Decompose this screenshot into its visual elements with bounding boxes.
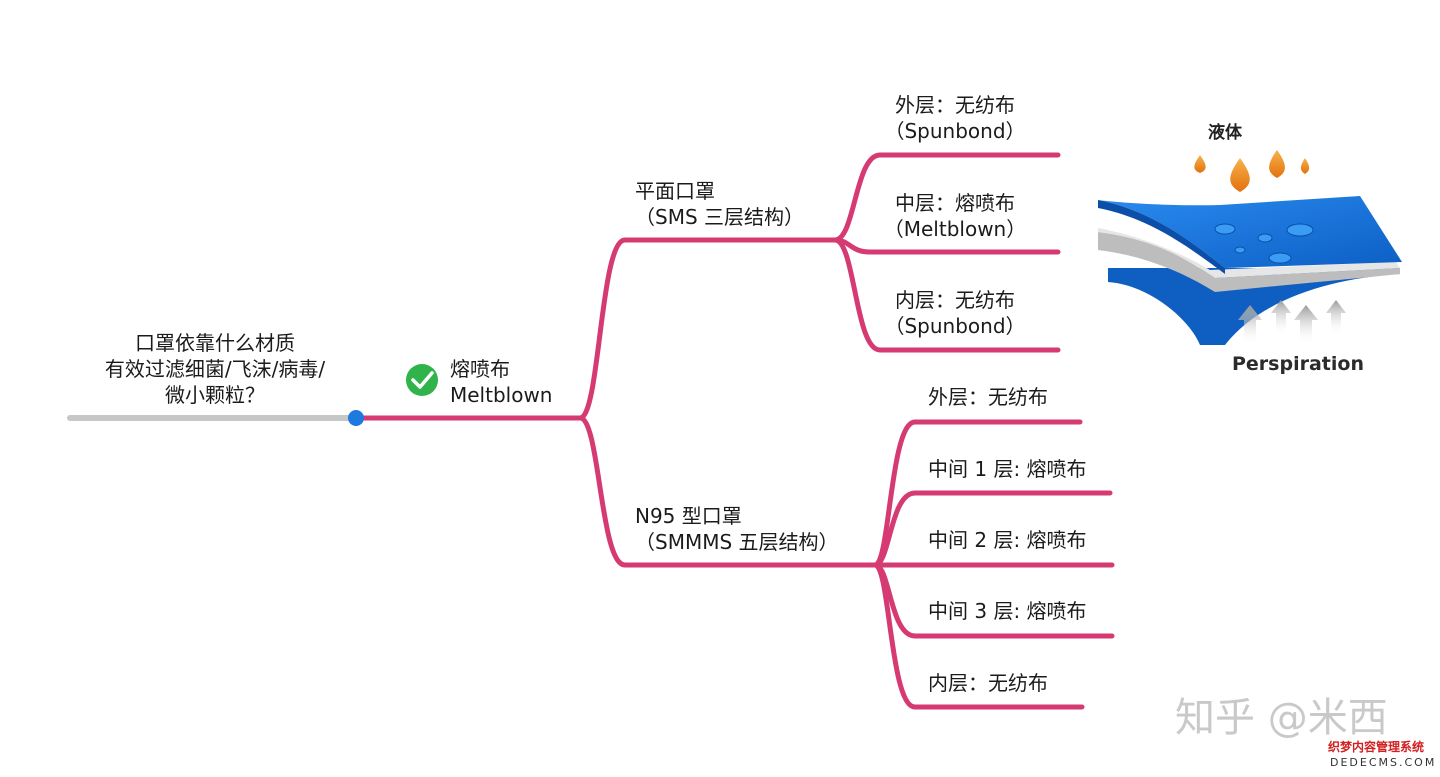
branch-title-line-1: N95 型口罩 bbox=[635, 504, 742, 528]
branch-title-flat-mask: 平面口罩 （SMS 三层结构） bbox=[635, 178, 804, 230]
layer-middle-1-n95: 中间 1 层: 熔喷布 bbox=[928, 457, 1087, 481]
layer-inner-n95: 内层：无纺布 bbox=[928, 671, 1048, 695]
branch-title-line-2: （SMS 三层结构） bbox=[635, 205, 805, 229]
site-watermark-en: DEDECMS.COM bbox=[1330, 756, 1437, 769]
layer-middle-3-n95: 中间 3 层: 熔喷布 bbox=[928, 599, 1087, 623]
layer-line-2: （Spunbond） bbox=[884, 119, 1026, 143]
answer-node: 熔喷布 Meltblown bbox=[450, 356, 552, 408]
layer-outer-n95: 外层：无纺布 bbox=[928, 385, 1048, 409]
perspiration-label: Perspiration bbox=[1232, 353, 1364, 375]
layer-line-2: （Meltblown） bbox=[883, 217, 1027, 241]
root-question: 口罩依靠什么材质 有效过滤细菌/飞沫/病毒/ 微小颗粒？ bbox=[80, 330, 350, 408]
layer-middle-flat: 中层：熔喷布 （Meltblown） bbox=[880, 190, 1030, 242]
branch-title-line-2: （SMMMS 五层结构） bbox=[635, 530, 839, 554]
fabric-layers-illustration bbox=[1098, 150, 1402, 345]
layer-middle-2-n95: 中间 2 层: 熔喷布 bbox=[928, 528, 1087, 552]
layer-line-2: （Spunbond） bbox=[884, 314, 1026, 338]
zhihu-watermark: 知乎 @米西 bbox=[1175, 695, 1388, 741]
root-question-line-2: 有效过滤细菌/飞沫/病毒/ bbox=[104, 357, 326, 381]
branch-title-n95-mask: N95 型口罩 （SMMMS 五层结构） bbox=[635, 503, 839, 555]
root-question-line-1: 口罩依靠什么材质 bbox=[135, 331, 295, 355]
liquid-label: 液体 bbox=[1208, 123, 1242, 143]
layer-line-1: 中层：熔喷布 bbox=[895, 191, 1015, 215]
answer-line-2: Meltblown bbox=[450, 383, 553, 407]
layer-line-1: 内层：无纺布 bbox=[895, 288, 1015, 312]
layer-line-1: 外层：无纺布 bbox=[895, 93, 1015, 117]
branch-connectors bbox=[353, 152, 1115, 710]
root-question-line-3: 微小颗粒？ bbox=[165, 383, 265, 407]
site-watermark-cn: 织梦内容管理系统 bbox=[1328, 740, 1425, 754]
upward-arrow-icons bbox=[1238, 300, 1346, 345]
droplet-icons bbox=[1194, 150, 1310, 192]
check-circle-icon bbox=[406, 364, 438, 396]
branch-title-line-1: 平面口罩 bbox=[635, 179, 715, 203]
layer-outer-flat: 外层：无纺布 （Spunbond） bbox=[880, 92, 1030, 144]
answer-line-1: 熔喷布 bbox=[450, 357, 510, 381]
root-node-dot bbox=[348, 410, 364, 426]
layer-inner-flat: 内层：无纺布 （Spunbond） bbox=[880, 287, 1030, 339]
